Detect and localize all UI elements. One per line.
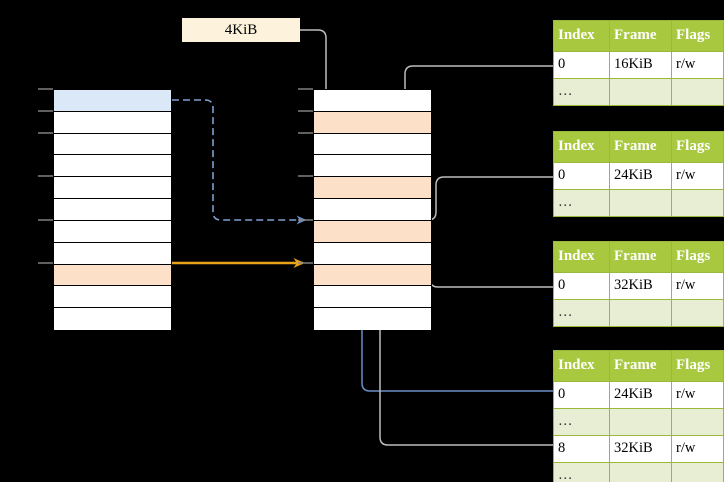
virtual-page-row-9 [54,286,171,309]
physical-frame-row-0 [314,90,431,112]
column-header-frame: Frame [609,131,672,163]
table-ellipsis-cell: … [553,408,610,436]
table-ellipsis-cell [671,78,724,106]
column-header-index: Index [553,131,610,163]
physical-frame-row-9 [314,286,431,309]
column-header-index: Index [553,241,610,273]
physical-frame-row-2 [314,133,431,156]
physical-frame-row-5 [314,199,431,221]
table-ellipsis-cell [609,78,672,106]
table-row: … [553,299,724,327]
column-header-flags: Flags [671,131,724,163]
physical-frame-row-4 [314,177,431,200]
physical-frame-row-1 [314,111,431,134]
table-cell-index: 8 [553,435,610,463]
table-cell-index: 0 [553,51,610,79]
table-cell-flags: r/w [671,435,724,463]
column-header-flags: Flags [671,350,724,382]
virtual-page-row-8 [54,264,171,287]
physical-frame-row-7 [314,242,431,265]
table-ellipsis-cell [671,299,724,327]
column-header-frame: Frame [609,20,672,52]
table-cell-frame: 24KiB [609,162,672,190]
table-ellipsis-cell: … [553,78,610,106]
table-cell-frame: 32KiB [609,435,672,463]
table-ellipsis-cell: … [553,189,610,217]
table-cell-index: 0 [553,162,610,190]
virtual-address-space-column [53,89,172,330]
table-ellipsis-cell [609,189,672,217]
table-ellipsis-cell [671,408,724,436]
column-header-index: Index [553,20,610,52]
table-cell-index: 0 [553,381,610,409]
virtual-page-row-3 [54,155,171,178]
connector-table2-to-memory [408,176,553,229]
column-header-frame: Frame [609,241,672,273]
page-size-text: 4KiB [224,22,258,38]
table-row: … [553,189,724,217]
arrow-virtual-page-to-frame-dashed [172,99,307,225]
table-ellipsis-cell [671,462,724,482]
table-cell-flags: r/w [671,162,724,190]
physical-memory-column [313,89,432,330]
table-cell-index: 0 [553,272,610,300]
virtual-page-row-4 [54,177,171,200]
page-size-label: 4KiB [182,18,300,42]
physical-frame-row-8 [314,264,431,287]
table-row: … [553,462,724,482]
table-row: … [553,408,724,436]
column-header-flags: Flags [671,241,724,273]
physical-frame-row-3 [314,155,431,178]
table-cell-frame: 24KiB [609,381,672,409]
table-row: … [553,78,724,106]
virtual-page-row-6 [54,220,171,243]
column-header-index: Index [553,350,610,382]
column-header-frame: Frame [609,350,672,382]
table-ellipsis-cell [609,299,672,327]
table-ellipsis-cell [671,189,724,217]
table-cell-frame: 32KiB [609,272,672,300]
virtual-page-row-2 [54,133,171,156]
virtual-page-row-7 [54,242,171,265]
table-cell-flags: r/w [671,51,724,79]
table-ellipsis-cell [609,408,672,436]
virtual-page-row-1 [54,111,171,134]
table-cell-frame: 16KiB [609,51,672,79]
virtual-page-row-0 [54,90,171,112]
table-ellipsis-cell: … [553,299,610,327]
table-ellipsis-cell: … [553,462,610,482]
physical-frame-row-10 [314,308,431,330]
table-cell-flags: r/w [671,272,724,300]
table-ellipsis-cell [609,462,672,482]
table-cell-flags: r/w [671,381,724,409]
virtual-page-row-10 [54,308,171,330]
column-header-flags: Flags [671,20,724,52]
virtual-page-row-5 [54,199,171,221]
physical-frame-row-6 [314,220,431,243]
